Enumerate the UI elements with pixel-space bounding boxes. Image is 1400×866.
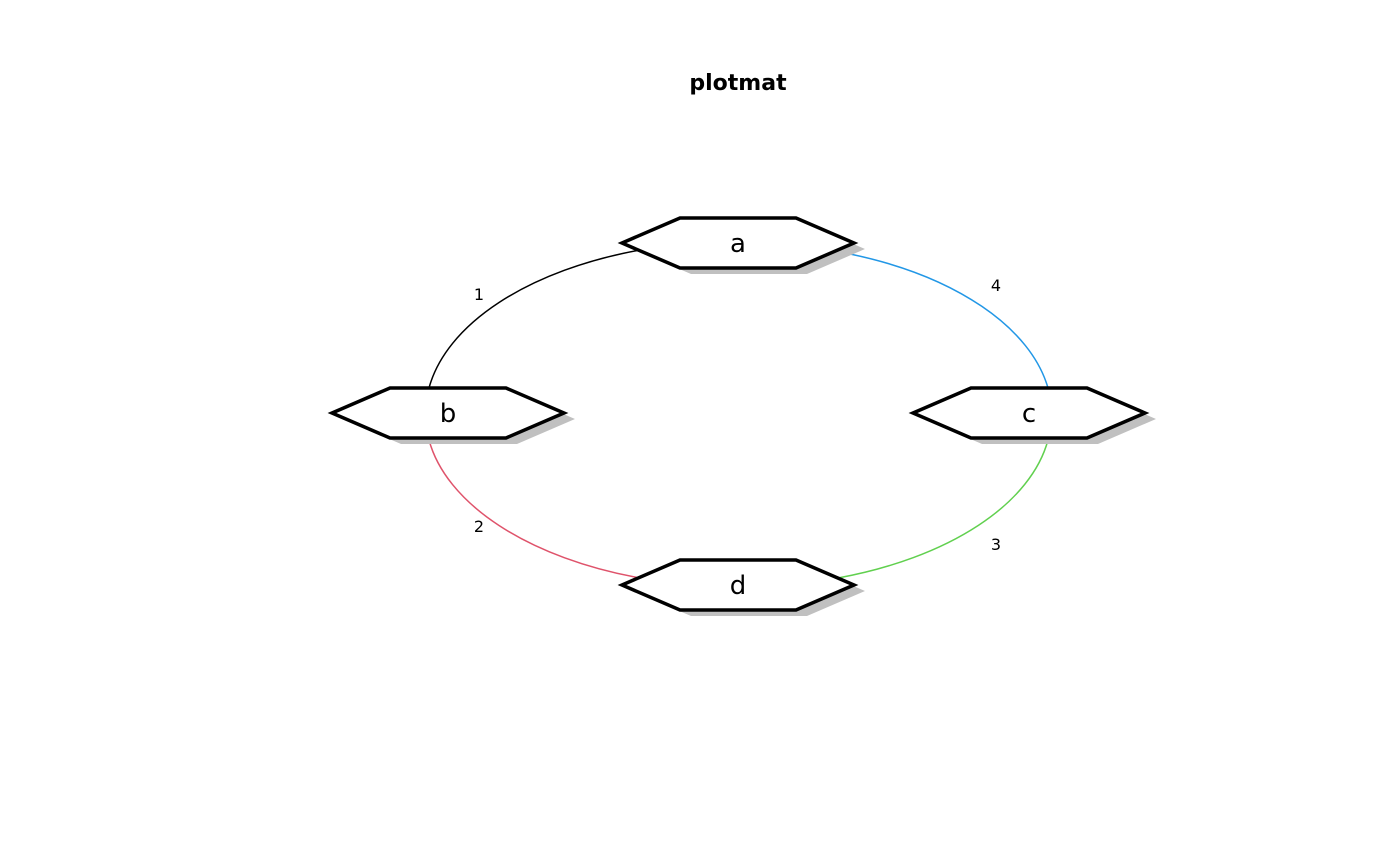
edge-b-a [428,249,641,389]
edge-label: 1 [474,285,484,304]
hexagon-shape [327,386,569,440]
edges: 1 2 3 4 [428,249,1049,579]
edge-label: 3 [991,535,1001,554]
node-b: b [327,386,575,444]
edge-c-d [837,439,1049,579]
node-label: c [1022,399,1036,429]
hexagon-shape [617,558,859,612]
hexagon-shape [617,216,859,270]
hexagon-shape [908,386,1150,440]
diagram-title: plotmat [689,71,787,96]
node-label: a [730,229,746,259]
edge-a-c [849,253,1049,389]
edge-b-d [428,439,641,579]
nodes: a b c d [327,216,1156,616]
edge-label: 2 [474,517,484,536]
node-label: d [730,571,747,601]
node-d: d [617,558,865,616]
edge-label: 4 [991,276,1001,295]
node-c: c [908,386,1156,444]
node-a: a [617,216,865,274]
node-label: b [440,399,457,429]
